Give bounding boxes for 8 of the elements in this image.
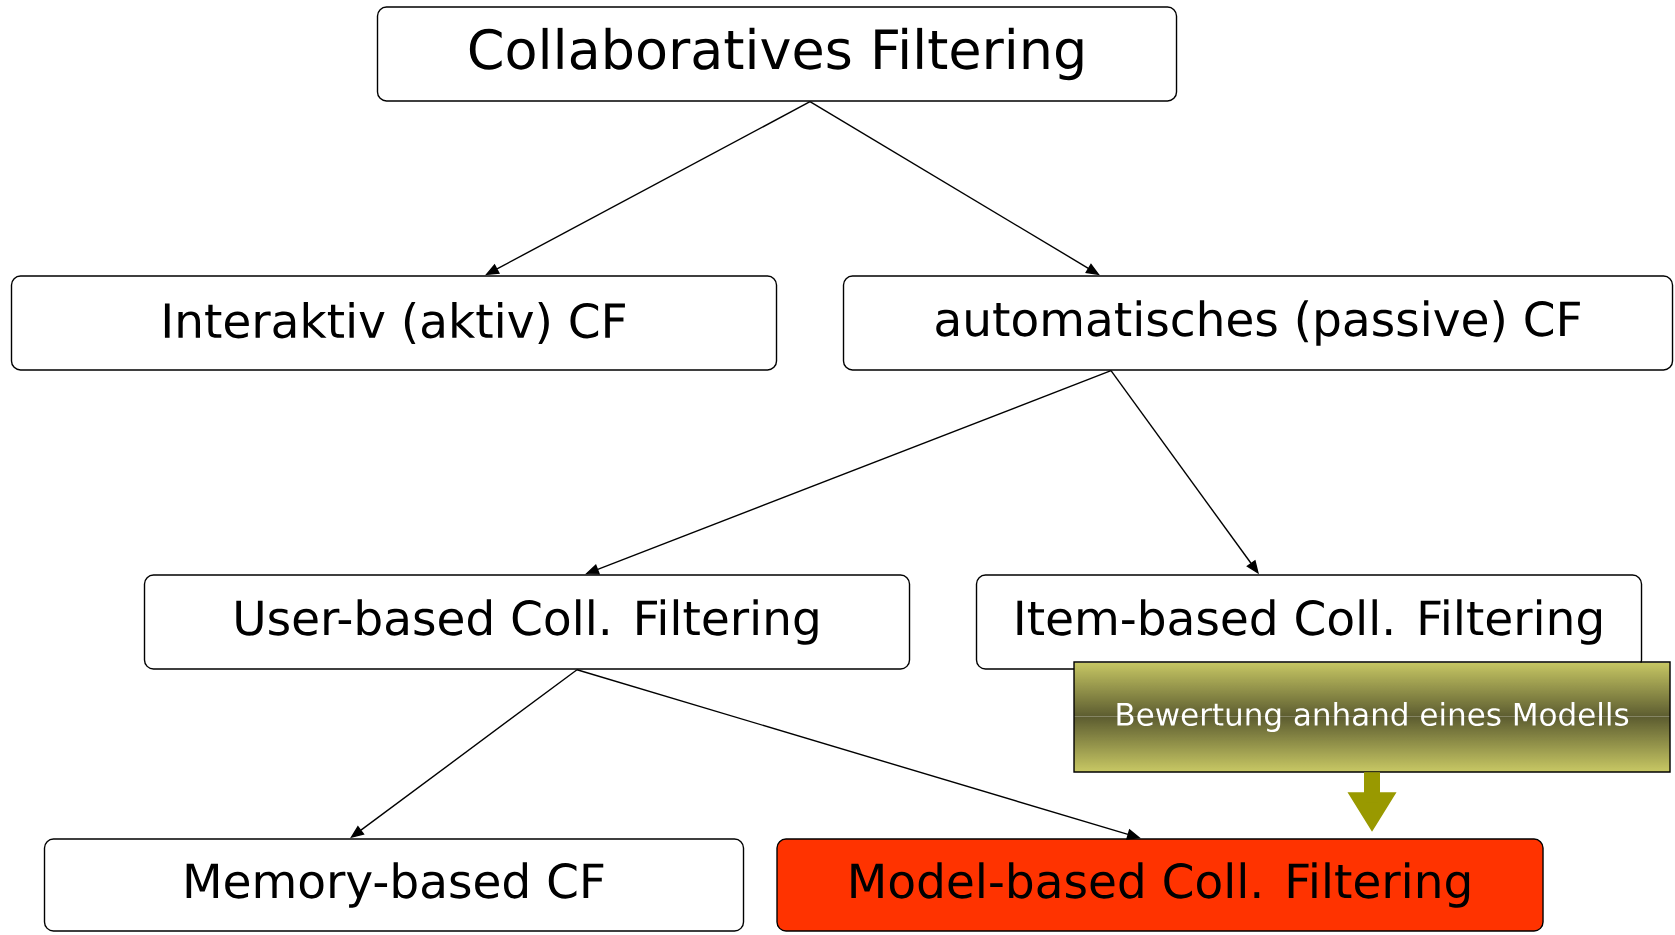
highlighted-box: Model-based Coll. Filtering (776, 838, 1544, 932)
process-box: automatisches (passive) CF (842, 275, 1674, 371)
process-box: Item-based Coll. Filtering (975, 574, 1643, 670)
process-box: Collaboratives Filtering (376, 6, 1178, 102)
process-box: Memory-based CF (43, 838, 745, 932)
process-box: Interaktiv (aktiv) CF (10, 275, 778, 371)
callout-banner: Bewertung anhand eines Modells (1073, 661, 1671, 773)
process-box: User-based Coll. Filtering (143, 574, 911, 670)
